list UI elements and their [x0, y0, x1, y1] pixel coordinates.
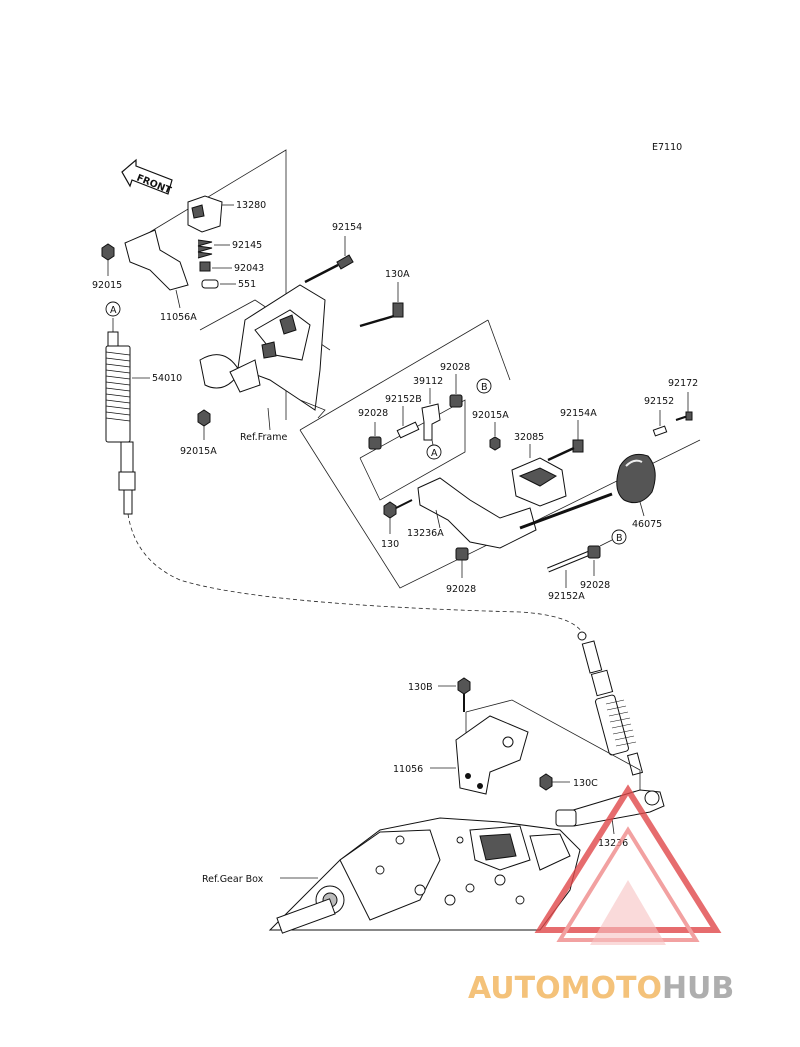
watermark-logo-icon — [534, 784, 722, 945]
bracket-11056A: 11056A — [124, 229, 197, 323]
front-arrow-icon: FRONT — [121, 158, 173, 197]
pin-551: 551 — [201, 279, 256, 290]
label-54010: 54010 — [152, 373, 182, 384]
spring-92145: 92145 — [197, 239, 262, 259]
pin-92152: 92152 — [644, 396, 674, 437]
watermark-text-hub: HUB — [662, 971, 734, 1006]
plunger-92043: 92043 — [199, 261, 264, 274]
label-11056: 11056 — [393, 764, 423, 775]
watermark: AUTOMOTOHUB — [468, 784, 734, 1006]
label-92152A: 92152A — [548, 591, 585, 602]
bolt-130C: 130C — [539, 773, 598, 791]
svg-text:A: A — [110, 305, 117, 316]
label-92015A-left: 92015A — [180, 446, 217, 457]
svg-text:B: B — [481, 382, 488, 393]
svg-text:B: B — [616, 533, 623, 544]
collar-92028-bottom: 92028 — [446, 547, 476, 595]
label-92015: 92015 — [92, 280, 122, 291]
label-13280: 13280 — [236, 200, 266, 211]
label-92028-right: 92028 — [580, 580, 610, 591]
lever-13236: 13236 — [555, 789, 665, 849]
label-13236: 13236 — [598, 838, 628, 849]
cable-lower-end — [577, 631, 644, 776]
frame-bracket-plate — [199, 284, 326, 419]
cable-54010: 54010 — [105, 318, 583, 633]
label-92152B: 92152B — [385, 394, 422, 405]
label-130: 130 — [381, 539, 399, 550]
collar-92028-top: 92028 — [440, 362, 470, 408]
label-92154A: 92154A — [560, 408, 597, 419]
label-92152: 92152 — [644, 396, 674, 407]
label-92028-left: 92028 — [358, 408, 388, 419]
bolt-92154A: 92154A — [547, 408, 597, 462]
callout-a-mid: A — [426, 439, 442, 460]
diagram-code: E7110 — [652, 142, 682, 153]
gear-box: Ref.Gear Box — [202, 817, 581, 934]
svg-text:A: A — [431, 448, 438, 459]
label-92028-top: 92028 — [440, 362, 470, 373]
callout-b-mid: B — [476, 378, 492, 394]
bracket-11056: 11056 — [393, 715, 529, 795]
switch-13280: 13280 — [187, 195, 266, 233]
label-92028-bottom: 92028 — [446, 584, 476, 595]
pin-92152A: 92152A — [547, 549, 593, 602]
label-11056A: 11056A — [160, 312, 197, 323]
bolt-130: 130 — [381, 499, 413, 550]
label-92145: 92145 — [232, 240, 262, 251]
label-92043: 92043 — [234, 263, 264, 274]
bolt-130B: 130B — [408, 677, 471, 712]
knob-46075: 46075 — [616, 453, 662, 530]
lower-detail-outline — [465, 699, 641, 790]
label-551: 551 — [238, 279, 256, 290]
joint-39112: 39112 — [413, 376, 443, 441]
label-39112: 39112 — [413, 376, 443, 387]
nut-92015A-mid: 92015A — [472, 410, 509, 451]
nut-92015: 92015 — [92, 243, 122, 291]
lever-bracket-13236A: 13236A — [407, 477, 613, 549]
nut-92015A-left: 92015A — [180, 409, 217, 457]
label-46075: 46075 — [632, 519, 662, 530]
svg-text:AUTOMOTOHUB: AUTOMOTOHUB — [468, 971, 734, 1006]
label-92172: 92172 — [668, 378, 698, 389]
screw-92172: 92172 — [668, 378, 698, 421]
label-130A: 130A — [385, 269, 410, 280]
label-32085: 32085 — [514, 432, 544, 443]
bolt-130A: 130A — [359, 269, 410, 328]
label-13236A: 13236A — [407, 528, 444, 539]
label-130C: 130C — [573, 778, 598, 789]
ref-frame-label: Ref.Frame — [240, 432, 287, 443]
watermark-text-automoto: AUTOMOTO — [468, 971, 662, 1006]
damper-32085: 32085 — [511, 432, 567, 507]
pin-92152B: 92152B — [385, 394, 422, 439]
collar-92028-left: 92028 — [358, 408, 388, 450]
label-92015A-mid: 92015A — [472, 410, 509, 421]
collar-92028-right: 92028 — [580, 545, 610, 591]
ref-gear-box-label: Ref.Gear Box — [202, 874, 264, 885]
label-130B: 130B — [408, 682, 433, 693]
callout-b-right: B — [599, 529, 627, 547]
label-92154: 92154 — [332, 222, 362, 233]
callout-a-top: A — [105, 301, 121, 317]
bolt-92154: 92154 — [304, 222, 362, 284]
